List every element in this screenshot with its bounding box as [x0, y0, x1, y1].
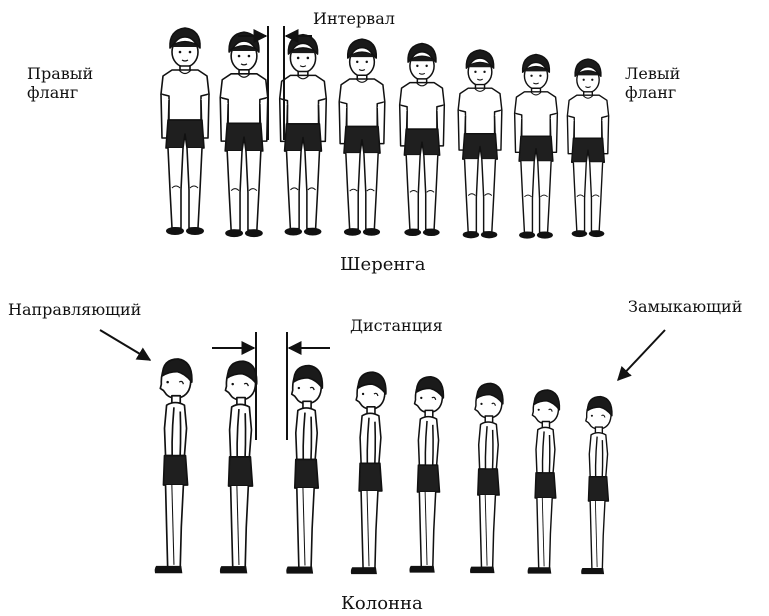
- rank-figure: [339, 39, 385, 236]
- right-flank-line2: фланг: [27, 83, 93, 102]
- right-flank-line1: Правый: [27, 64, 93, 83]
- left-flank-line2: фланг: [625, 83, 680, 102]
- column-figure: [409, 377, 443, 573]
- column-figure: [286, 366, 322, 574]
- guide-label: Направляющий: [8, 300, 141, 319]
- column-figure: [220, 361, 257, 573]
- right-flank-label: Правый фланг: [27, 64, 93, 102]
- column-figure: [155, 359, 192, 573]
- rank-figure: [220, 32, 268, 237]
- column-caption: Колонна: [341, 594, 423, 613]
- rank-figure: [567, 59, 608, 237]
- rank-figure: [161, 28, 209, 235]
- closing-arrow: [618, 330, 665, 380]
- guide-arrow: [100, 330, 150, 360]
- distance-label: Дистанция: [350, 316, 443, 335]
- rank-figure: [280, 35, 327, 236]
- rank-caption: Шеренга: [340, 255, 426, 274]
- column-figure: [581, 397, 612, 574]
- rank-figure: [400, 44, 445, 237]
- left-flank-line1: Левый: [625, 64, 680, 83]
- closing-label: Замыкающий: [628, 297, 742, 316]
- column-figure: [470, 383, 503, 573]
- left-flank-label: Левый фланг: [625, 64, 680, 102]
- rank-figure: [515, 54, 558, 238]
- column-formation: [155, 359, 612, 574]
- rank-formation: [161, 28, 609, 239]
- column-figure: [351, 372, 386, 574]
- rank-figure: [458, 50, 502, 238]
- column-figure: [528, 390, 560, 574]
- interval-label: Интервал: [313, 9, 395, 28]
